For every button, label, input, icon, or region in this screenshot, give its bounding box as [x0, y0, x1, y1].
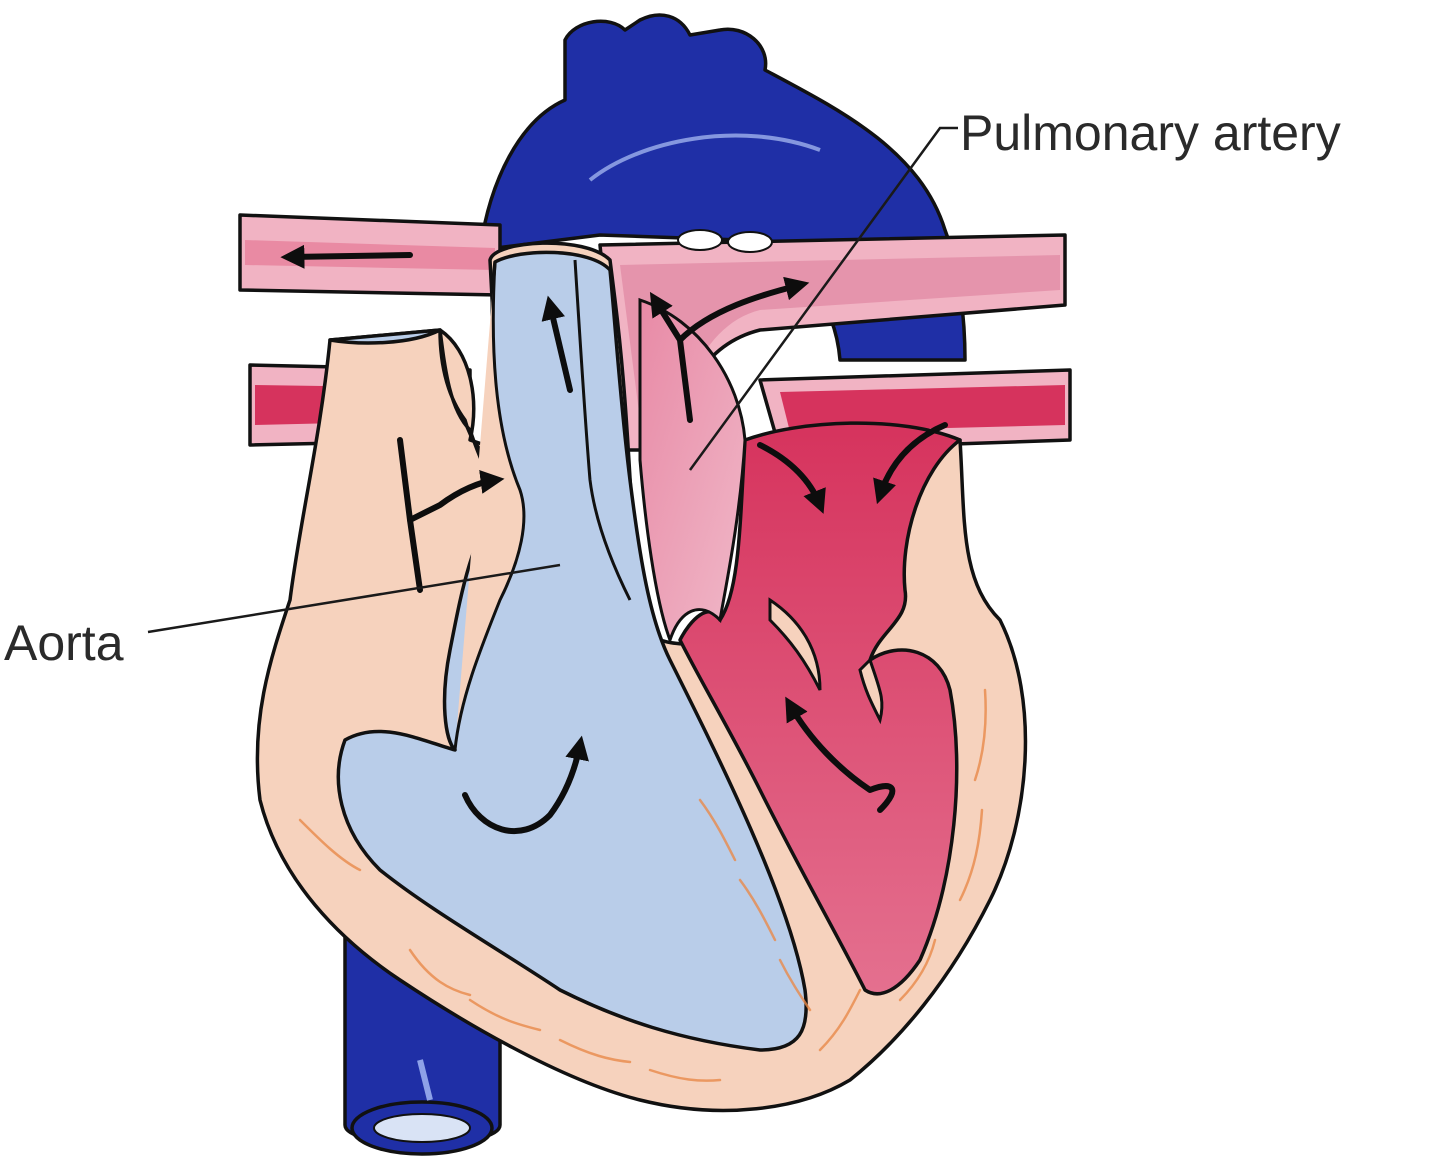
flow-arrows	[280, 244, 948, 834]
pulmonary-artery-label: Pulmonary artery	[960, 105, 1341, 161]
flow-arrow-icon	[407, 470, 505, 523]
valve-openings	[677, 229, 773, 253]
label-aorta: Aorta	[4, 563, 561, 671]
label-pulmonary-artery: Pulmonary artery	[688, 105, 1341, 471]
oxygenated-chambers	[638, 297, 962, 996]
flow-arrow-icon	[677, 276, 810, 343]
deoxygenated-chambers	[328, 250, 808, 1052]
flow-arrow-icon	[785, 696, 896, 813]
flow-arrow-icon	[757, 442, 826, 514]
flow-arrow-icon	[873, 422, 948, 505]
muscle-fibers	[298, 688, 987, 1082]
flow-arrow-icon	[462, 735, 589, 834]
flow-arrow-icon	[541, 295, 573, 393]
flow-arrow-icon	[280, 244, 413, 269]
aorta-label: Aorta	[4, 615, 124, 671]
